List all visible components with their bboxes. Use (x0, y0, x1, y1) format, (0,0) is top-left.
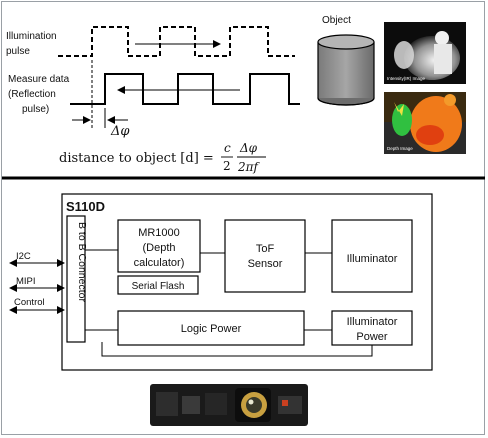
phase-shift-label: Δφ (110, 124, 130, 139)
measure-label-line2: (Reflection (8, 89, 56, 100)
mr1000-line1: MR1000 (138, 227, 180, 239)
illuminator-power-line1: Illuminator (347, 316, 398, 328)
ir-image-caption: Intensity(IR) Image (387, 76, 426, 81)
tof-sensor-line1: ToF (256, 243, 275, 255)
external-signals: I2C MIPI Control (9, 251, 65, 314)
measure-label-line3: pulse) (22, 104, 49, 115)
mr1000-box (117, 219, 201, 273)
signal-i2c: I2C (16, 251, 31, 262)
object-label: Object (322, 15, 351, 26)
b2b-connector-label: B to B Connector (76, 222, 88, 302)
connection-lines (85, 249, 373, 357)
object-cylinder (317, 34, 375, 106)
camera-module-photo (150, 384, 308, 426)
signal-mipi: MIPI (16, 276, 36, 287)
ir-intensity-image: Intensity(IR) Image (384, 22, 466, 84)
tof-sensor-line2: Sensor (248, 258, 283, 270)
illuminator-box (331, 219, 413, 293)
serial-flash-box (117, 275, 199, 295)
illumination-label-line1: Illumination (6, 31, 57, 42)
illuminator-label: Illuminator (347, 253, 398, 265)
formula-lhs: distance to object [d] = (59, 151, 214, 166)
measure-label: Measure data (Reflection pulse) (8, 74, 70, 115)
module-title: S110D (66, 199, 105, 214)
s110d-module-box (61, 193, 433, 371)
illumination-label-line2: pulse (6, 46, 30, 57)
serial-flash-label: Serial Flash (132, 281, 185, 292)
tof-sensor-box (224, 219, 306, 293)
link-power-bus (101, 342, 373, 357)
measure-label-line1: Measure data (8, 74, 70, 85)
logic-power-box (117, 310, 305, 346)
depth-image-caption: Depth Image (387, 146, 413, 151)
b2b-connector-box (66, 215, 86, 343)
mr1000-line3: calculator) (134, 257, 185, 269)
reflection-pulse-wave (70, 73, 300, 105)
formula-c-numerator: c (224, 141, 231, 155)
mr1000-line2: (Depth (142, 242, 175, 254)
distance-formula: distance to object [d] = c 2 Δφ 2πf (59, 141, 266, 174)
logic-power-label: Logic Power (181, 323, 242, 335)
signal-control: Control (14, 297, 45, 308)
illumination-label: Illumination pulse (6, 31, 57, 57)
illumination-pulse-wave (58, 26, 295, 57)
depth-image: Depth Image (384, 92, 466, 154)
illuminator-power-line2: Power (356, 331, 388, 343)
formula-phi-denominator: 2πf (237, 160, 261, 174)
formula-c-denominator: 2 (223, 159, 231, 173)
formula-phi-numerator: Δφ (239, 141, 258, 155)
